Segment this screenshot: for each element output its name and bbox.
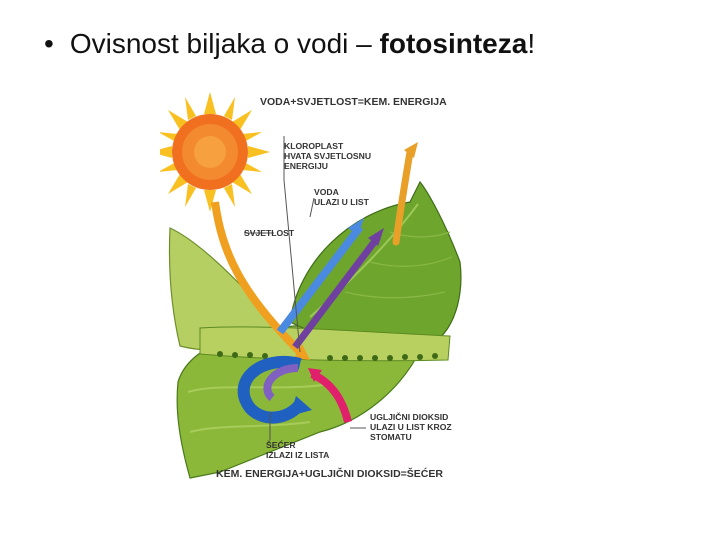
ugljicni-label-3: STOMATU [370, 432, 412, 442]
photosynthesis-illustration: VODA+SVJETLOST=KEM. ENERGIJA KLOROPLAST … [160, 92, 462, 480]
footer-equation: KEM. ENERGIJA+UGLJIČNI DIOKSID=ŠEĆER [216, 467, 443, 480]
secer-label-2: IZLAZI IZ LISTA [266, 450, 329, 460]
ugljicni-label-1: UGLJIČNI DIOKSID [370, 411, 448, 422]
kloroplast-label-2: HVATA SVJETLOSNU [284, 151, 371, 161]
kloroplast-label-1: KLOROPLAST [284, 141, 344, 151]
svjetlost-label: SVJETLOST [244, 228, 295, 238]
purple-arrow [292, 234, 381, 350]
title-emphasis: fotosinteza [379, 28, 528, 59]
photosynthesis-diagram: VODA+SVJETLOST=KEM. ENERGIJA KLOROPLAST … [160, 92, 480, 484]
title-end: ! [527, 28, 536, 59]
voda-label-1: VODA [314, 187, 339, 197]
sugar-arrow [237, 356, 305, 424]
secer-label-1: ŠEĆER [266, 439, 296, 450]
water-arrow [276, 224, 364, 335]
leaf-stem [392, 148, 414, 246]
sun-icon [160, 92, 270, 212]
kloroplast-label-3: ENERGIJU [284, 161, 328, 171]
slide-title: • Ovisnost biljaka o vodi – fotosinteza! [44, 28, 535, 60]
ugljicni-label-2: ULAZI U LIST KROZ [370, 422, 452, 432]
bullet: • [44, 28, 54, 59]
voda-label-2: ULAZI U LIST [314, 197, 370, 207]
header-equation: VODA+SVJETLOST=KEM. ENERGIJA [260, 96, 447, 108]
title-text: Ovisnost biljaka o vodi – [69, 28, 380, 59]
